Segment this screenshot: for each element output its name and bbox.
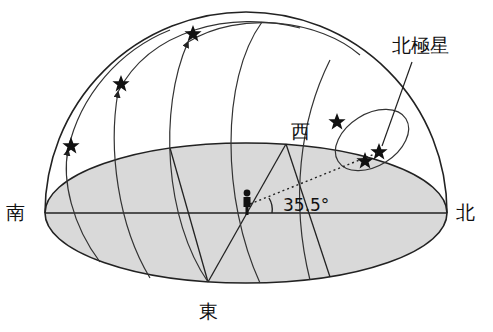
direction-label: 西 <box>291 122 310 141</box>
star-label: 北極星 <box>392 36 449 55</box>
direction-label: 北 <box>456 203 475 222</box>
angle-arc <box>269 198 272 213</box>
star-trails <box>66 22 419 283</box>
dome-outline <box>45 12 447 213</box>
direction-label: 東 <box>199 302 218 321</box>
leader-line <box>382 62 412 146</box>
horizon-plane <box>45 143 447 283</box>
angle-label: 35.5° <box>283 197 329 214</box>
ground-lines <box>45 144 447 282</box>
stars <box>62 25 387 169</box>
direction-label: 南 <box>6 203 25 222</box>
observer <box>244 190 251 215</box>
